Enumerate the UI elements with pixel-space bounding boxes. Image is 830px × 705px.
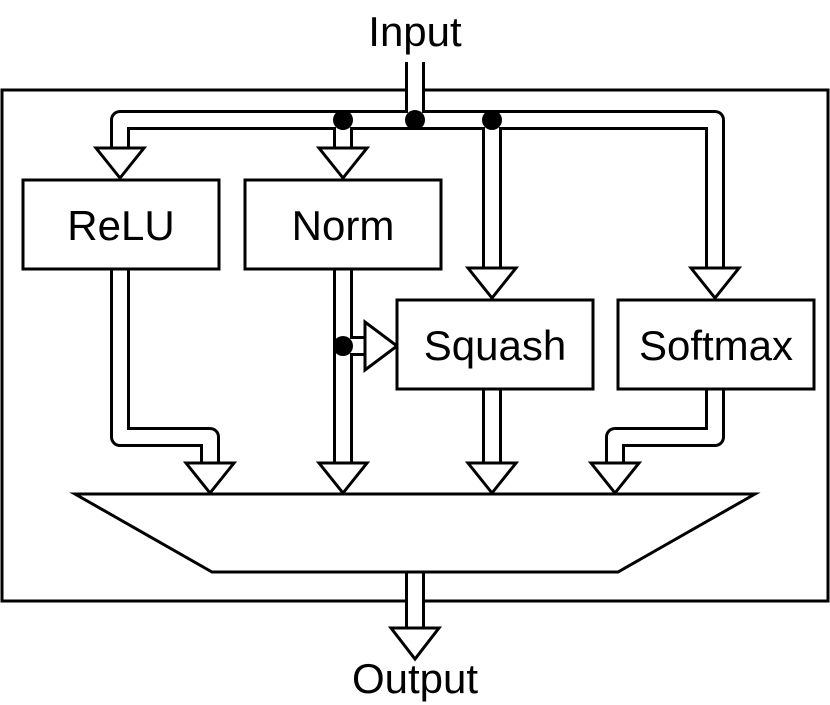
norm-input-arrowhead xyxy=(315,146,371,181)
relu-label: ReLU xyxy=(67,202,174,249)
junction-dots xyxy=(333,110,502,356)
output-label: Output xyxy=(352,655,478,702)
norm-block xyxy=(243,178,443,271)
squash-output-arrowhead xyxy=(464,461,520,496)
norm-to-squash-arrowhead xyxy=(363,319,400,373)
junction-dot-squash xyxy=(482,110,502,130)
softmax-output-arrowhead xyxy=(587,461,643,496)
junction-dot-norm xyxy=(333,110,353,130)
softmax-input-arrowhead xyxy=(687,266,743,301)
squash-block xyxy=(395,298,595,391)
softmax-block xyxy=(616,298,816,391)
softmax-out-pipe xyxy=(605,390,725,465)
relu-block xyxy=(21,178,221,271)
squash-input-arrowhead xyxy=(464,266,520,301)
junction-dot-norm-branch xyxy=(333,336,353,356)
norm-output-arrowhead xyxy=(315,461,371,496)
softmax-label: Softmax xyxy=(639,322,793,369)
junction-dot-input xyxy=(405,110,425,130)
multiplexer-selector xyxy=(69,492,761,574)
output-arrowhead xyxy=(387,626,443,662)
norm-label: Norm xyxy=(292,202,395,249)
relu-output-arrowhead xyxy=(182,461,238,496)
arrow-heads xyxy=(92,146,743,662)
squash-label: Squash xyxy=(424,322,566,369)
input-label: Input xyxy=(368,8,462,55)
relu-input-arrowhead xyxy=(92,146,148,181)
